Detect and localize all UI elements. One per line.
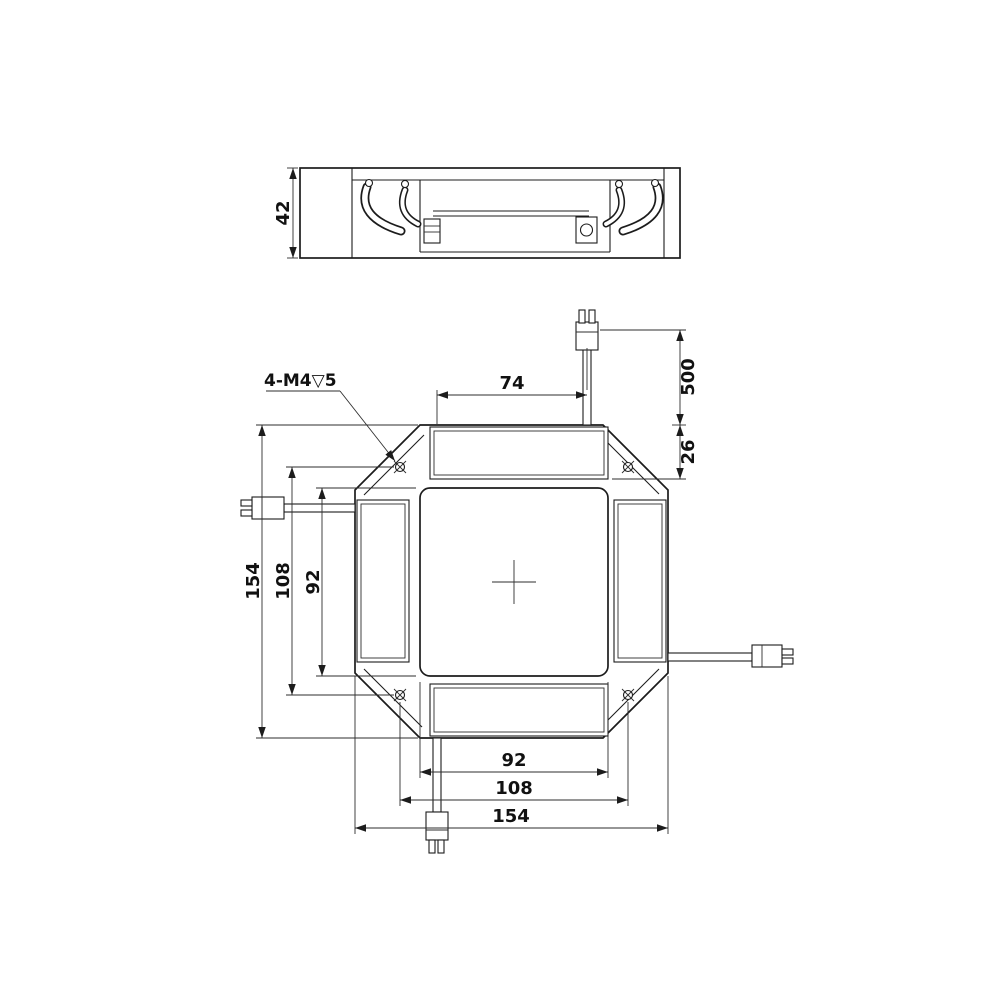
side-view-outer-frame bbox=[299, 167, 681, 259]
internal-connector-block bbox=[423, 218, 441, 244]
thread-callout: 4-M4▽5 bbox=[264, 371, 396, 462]
led-panel-bottom bbox=[429, 683, 609, 737]
dim-cable-length: 500 bbox=[600, 329, 699, 426]
mount-hole bbox=[621, 688, 635, 702]
cable-connector-bottom bbox=[425, 737, 449, 854]
dim-edge-depth: 26 bbox=[612, 425, 699, 480]
corner-mounting-holes bbox=[393, 460, 635, 702]
dim-left-window: 92 bbox=[303, 487, 416, 677]
dim-cable-length-label: 500 bbox=[678, 358, 699, 396]
center-mark bbox=[492, 560, 536, 604]
dim-left-overall: 154 bbox=[243, 424, 418, 739]
dim-edge-depth-label: 26 bbox=[678, 439, 699, 464]
dim-bottom-overall-label: 154 bbox=[492, 806, 530, 827]
cable-connector-left bbox=[240, 496, 356, 520]
mount-hole bbox=[393, 460, 407, 474]
side-view-inner-body bbox=[351, 168, 665, 258]
mounting-spring-clips bbox=[360, 182, 664, 236]
clip-pivot-holes bbox=[364, 178, 660, 189]
thread-note-label: 4-M4▽5 bbox=[264, 371, 337, 391]
leader-line bbox=[339, 390, 396, 462]
dim-bottom-holes-label: 108 bbox=[495, 778, 533, 799]
mount-hole bbox=[621, 460, 635, 474]
dim-left-window-label: 92 bbox=[303, 569, 324, 594]
led-panel-top bbox=[429, 426, 609, 480]
dim-connector-span-label: 74 bbox=[499, 373, 524, 394]
dim-bottom-window-label: 92 bbox=[501, 750, 526, 771]
dim-side-height: 42 bbox=[273, 167, 298, 259]
led-panel-left bbox=[356, 499, 410, 663]
dim-connector-span: 74 bbox=[436, 348, 588, 424]
internal-clamp bbox=[575, 216, 598, 244]
led-panel-right bbox=[613, 499, 667, 663]
dim-side-height-label: 42 bbox=[273, 200, 294, 225]
dim-bottom-overall: 154 bbox=[354, 676, 669, 834]
dim-left-overall-label: 154 bbox=[243, 562, 264, 600]
internal-shaft bbox=[433, 210, 589, 217]
side-view: 42 bbox=[273, 167, 681, 259]
dim-bottom-window: 92 bbox=[419, 682, 609, 778]
dim-bottom-holes: 108 bbox=[399, 702, 629, 806]
mount-hole bbox=[393, 688, 407, 702]
plan-view: 154 108 92 92 108 bbox=[240, 309, 794, 854]
dim-left-holes-label: 108 bbox=[273, 562, 294, 600]
cable-connector-right bbox=[667, 644, 794, 668]
dim-left-holes: 108 bbox=[273, 466, 394, 696]
